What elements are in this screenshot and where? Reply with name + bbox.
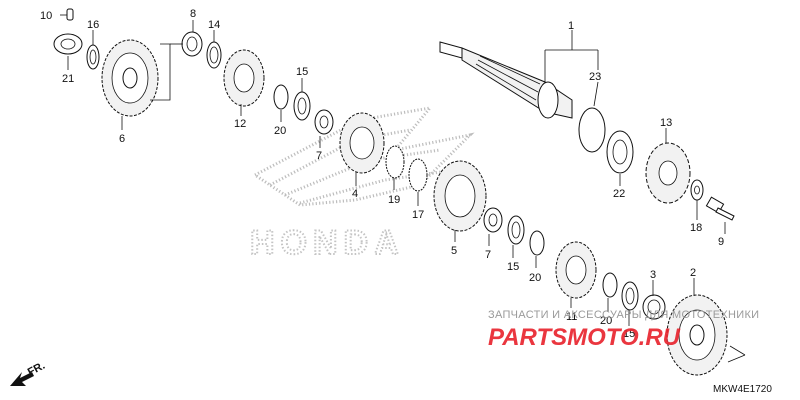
callout-2: 2 — [690, 267, 696, 279]
part-20-washer-lower — [602, 272, 618, 298]
part-20-washer-middle — [529, 230, 545, 256]
front-direction-marker: FR. — [10, 360, 47, 386]
shop-watermark-logo: PARTSMOTO.RU — [488, 324, 681, 351]
callout-18: 17 — [412, 209, 424, 221]
part-21-bearing — [53, 33, 83, 55]
callout-12: 10 — [40, 10, 52, 22]
callout-11: 13 — [660, 117, 672, 129]
part-14-washer — [206, 41, 222, 69]
shop-watermark-tagline: ЗАПЧАСТИ И АКСЕССУАРЫ ДЛЯ МОТОТЕХНИКИ — [488, 309, 759, 321]
front-marker-label: FR. — [26, 360, 47, 379]
part-22-oil-seal — [606, 130, 634, 174]
part-17-washer — [690, 179, 704, 201]
callout-9: 11 — [566, 311, 577, 323]
callout-20: 20 — [600, 315, 612, 327]
part-6-gear — [339, 112, 385, 174]
callout-4: 3 — [650, 269, 656, 281]
part-13-bolt — [705, 196, 735, 221]
callout-22: 22 — [613, 188, 625, 200]
part-19-lockwasher — [385, 145, 405, 179]
callout-5: 5 — [451, 245, 457, 257]
callout-19: 19 — [388, 194, 400, 206]
callout-labels: 10 16 21 6 8 14 12 20 15 7 4 19 17 5 7 1… — [40, 8, 724, 340]
part-15-washer-upper — [293, 91, 311, 121]
part-7-bushing-upper — [314, 109, 334, 135]
callout-15: 15 — [296, 66, 308, 78]
part-20-washer-upper — [273, 84, 289, 110]
callout-3: 6 — [119, 133, 125, 145]
callout-6: 4 — [352, 188, 358, 200]
callout-8: 8 — [190, 8, 196, 20]
part-11-sprocket — [645, 142, 691, 204]
part-18-washer — [408, 158, 428, 192]
callout-1: 1 — [568, 20, 574, 32]
part-10-gear — [223, 49, 265, 107]
callout-23: 23 — [589, 71, 601, 83]
part-7-bushing-lower — [483, 207, 503, 233]
part-23-circlip — [578, 107, 606, 153]
honda-watermark-text: HONDA — [250, 224, 405, 262]
callout-14: 14 — [208, 19, 220, 31]
callout-20: 20 — [274, 125, 286, 137]
part-16-washer — [86, 44, 100, 70]
callout-13: 9 — [718, 236, 724, 248]
callout-15: 15 — [623, 328, 635, 340]
diagram-code: MKW4E1720 — [713, 384, 772, 395]
callout-16: 16 — [87, 19, 99, 31]
part-12-pin — [66, 8, 74, 21]
part-5-gear — [433, 160, 487, 232]
part-8-bushing — [181, 31, 203, 57]
part-15-washer-lower — [621, 281, 639, 311]
leader-lines — [60, 14, 746, 363]
part-2-gear — [666, 294, 728, 376]
callout-10: 12 — [234, 118, 246, 130]
callout-7: 7 — [485, 249, 491, 261]
callout-15: 15 — [507, 261, 519, 273]
callout-21: 21 — [62, 73, 74, 85]
part-1-shaft — [439, 41, 573, 119]
callout-20: 20 — [529, 272, 541, 284]
part-4-bearing — [642, 294, 666, 320]
part-15-washer-middle — [507, 215, 525, 245]
part-3-gear — [101, 39, 159, 117]
part-9-gear — [555, 241, 597, 299]
callout-7: 7 — [316, 150, 322, 162]
callout-17: 18 — [690, 222, 702, 234]
